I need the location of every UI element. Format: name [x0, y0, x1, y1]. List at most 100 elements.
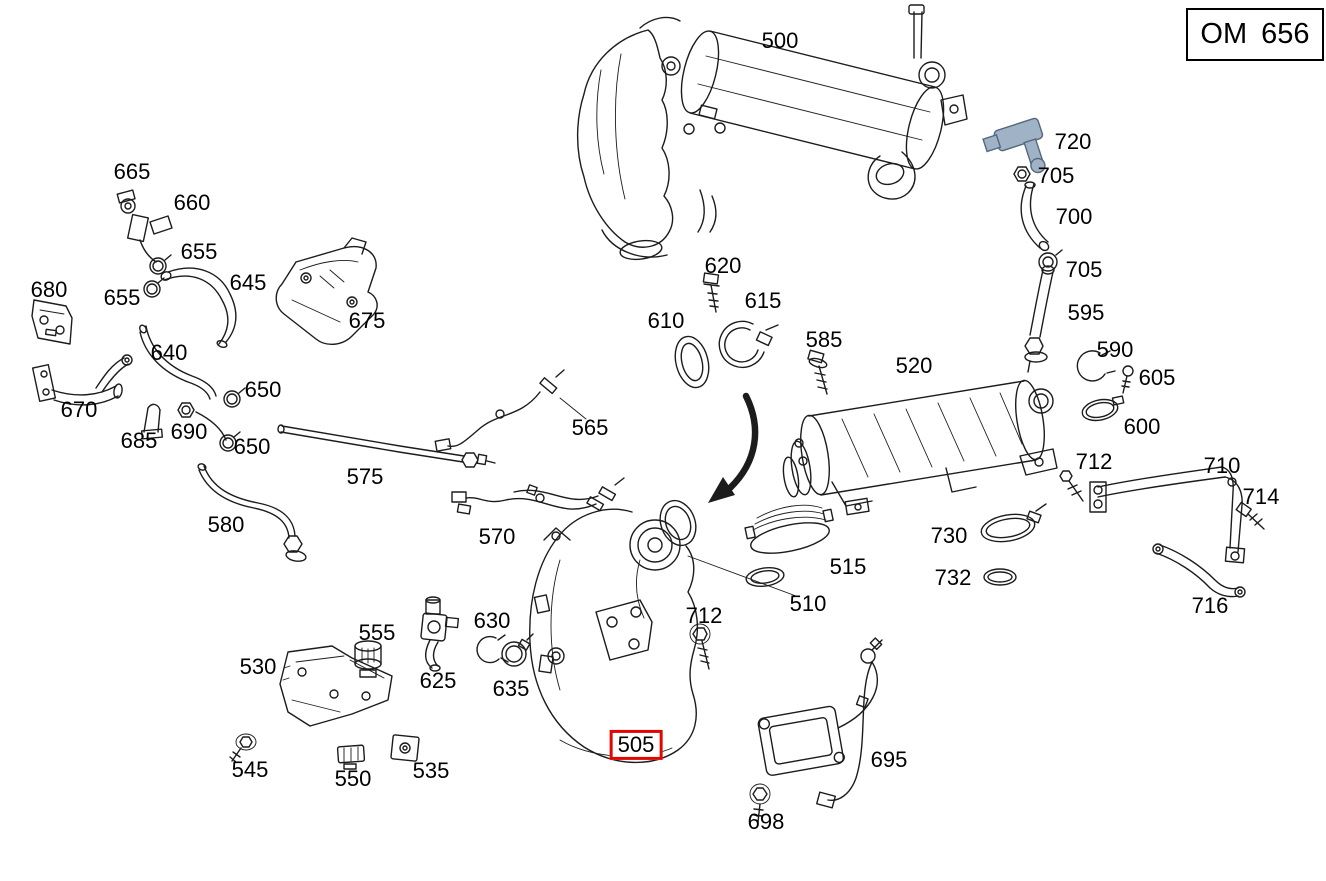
flow-arrow-icon [708, 392, 759, 503]
part-art-550 [336, 744, 366, 770]
part-label-530[interactable]: 530 [239, 653, 277, 679]
part-art-545 [229, 733, 257, 763]
part-label-620[interactable]: 620 [704, 252, 742, 278]
part-label-655[interactable]: 655 [103, 284, 141, 310]
part-label-700[interactable]: 700 [1055, 203, 1093, 229]
part-label-580[interactable]: 580 [207, 511, 245, 537]
part-label-716[interactable]: 716 [1191, 592, 1229, 618]
part-label-570[interactable]: 570 [478, 523, 516, 549]
part-label-610[interactable]: 610 [647, 307, 685, 333]
part-art-690 [177, 402, 195, 418]
part-art-640 [139, 324, 227, 441]
part-label-510[interactable]: 510 [789, 590, 827, 616]
part-art-665-660 [116, 189, 173, 263]
part-art-698 [749, 783, 771, 823]
part-art-716 [1152, 543, 1246, 598]
part-art-685 [140, 403, 164, 440]
part-art-530 [279, 645, 393, 727]
part-art-712-left [689, 623, 711, 670]
part-art-705-lower [1038, 249, 1063, 272]
part-label-712[interactable]: 712 [1075, 448, 1113, 474]
part-label-712[interactable]: 712 [685, 602, 723, 628]
part-label-575[interactable]: 575 [346, 463, 384, 489]
part-art-555 [354, 640, 382, 678]
part-art-720 [982, 117, 1046, 174]
part-label-690[interactable]: 690 [170, 418, 208, 444]
part-label-595[interactable]: 595 [1067, 299, 1105, 325]
part-label-505-highlighted[interactable]: 505 [609, 729, 663, 761]
part-label-600[interactable]: 600 [1123, 413, 1161, 439]
part-label-520[interactable]: 520 [895, 352, 933, 378]
part-art-712-right [1059, 470, 1084, 502]
part-label-625[interactable]: 625 [419, 667, 457, 693]
model-code-box: OM 656 [1186, 8, 1324, 61]
part-art-714 [1235, 501, 1265, 530]
part-art-700 [1020, 181, 1050, 252]
part-label-550[interactable]: 550 [334, 765, 372, 791]
part-label-720[interactable]: 720 [1054, 128, 1092, 154]
part-art-650-upper [223, 387, 246, 408]
part-label-555[interactable]: 555 [358, 619, 396, 645]
part-label-650[interactable]: 650 [233, 433, 271, 459]
part-label-670[interactable]: 670 [60, 396, 98, 422]
part-label-680[interactable]: 680 [30, 276, 68, 302]
part-art-595 [1024, 265, 1055, 373]
part-art-705-upper [1013, 166, 1031, 182]
part-label-705[interactable]: 705 [1037, 162, 1075, 188]
part-art-620 [702, 272, 720, 313]
part-art-635 [501, 633, 534, 667]
part-label-565[interactable]: 565 [571, 414, 609, 440]
part-label-630[interactable]: 630 [473, 607, 511, 633]
part-label-545[interactable]: 545 [231, 756, 269, 782]
part-label-705[interactable]: 705 [1065, 256, 1103, 282]
part-label-650[interactable]: 650 [244, 376, 282, 402]
part-art-500 [576, 4, 968, 261]
part-label-590[interactable]: 590 [1096, 336, 1134, 362]
part-label-695[interactable]: 695 [870, 746, 908, 772]
part-label-645[interactable]: 645 [229, 269, 267, 295]
part-art-580 [197, 463, 307, 562]
part-label-585[interactable]: 585 [805, 326, 843, 352]
part-art-655-upper [149, 254, 172, 275]
leader-lines [559, 397, 797, 597]
part-art-670 [31, 354, 133, 406]
part-art-505 [529, 499, 699, 764]
part-label-732[interactable]: 732 [934, 564, 972, 590]
part-label-500[interactable]: 500 [761, 27, 799, 53]
part-label-710[interactable]: 710 [1203, 452, 1241, 478]
part-label-675[interactable]: 675 [348, 307, 386, 333]
part-label-660[interactable]: 660 [173, 189, 211, 215]
part-art-630 [476, 634, 509, 664]
part-label-615[interactable]: 615 [744, 287, 782, 313]
part-label-665[interactable]: 665 [113, 158, 151, 184]
part-art-520 [782, 379, 1058, 516]
part-label-655[interactable]: 655 [180, 238, 218, 264]
part-art-625 [420, 596, 460, 672]
part-art-675 [275, 237, 378, 345]
part-art-590 [1076, 350, 1116, 382]
part-art-695 [757, 637, 883, 809]
part-label-714[interactable]: 714 [1242, 483, 1280, 509]
part-label-685[interactable]: 685 [120, 427, 158, 453]
part-art-732 [983, 568, 1017, 586]
part-label-535[interactable]: 535 [412, 757, 450, 783]
part-label-698[interactable]: 698 [747, 808, 785, 834]
part-label-515[interactable]: 515 [829, 553, 867, 579]
part-art-710 [1089, 466, 1246, 564]
part-art-615 [718, 320, 779, 369]
part-label-635[interactable]: 635 [492, 675, 530, 701]
part-art-535 [390, 734, 420, 762]
model-code-label: OM 656 [1200, 18, 1310, 50]
part-art-680 [31, 299, 73, 345]
part-label-640[interactable]: 640 [150, 339, 188, 365]
part-art-515 [744, 504, 834, 554]
part-label-605[interactable]: 605 [1138, 364, 1176, 390]
part-art-575 [277, 424, 496, 468]
part-art-585 [807, 349, 828, 395]
part-label-730[interactable]: 730 [930, 522, 968, 548]
part-art-600 [1081, 395, 1125, 422]
part-art-650-lower [219, 431, 241, 452]
